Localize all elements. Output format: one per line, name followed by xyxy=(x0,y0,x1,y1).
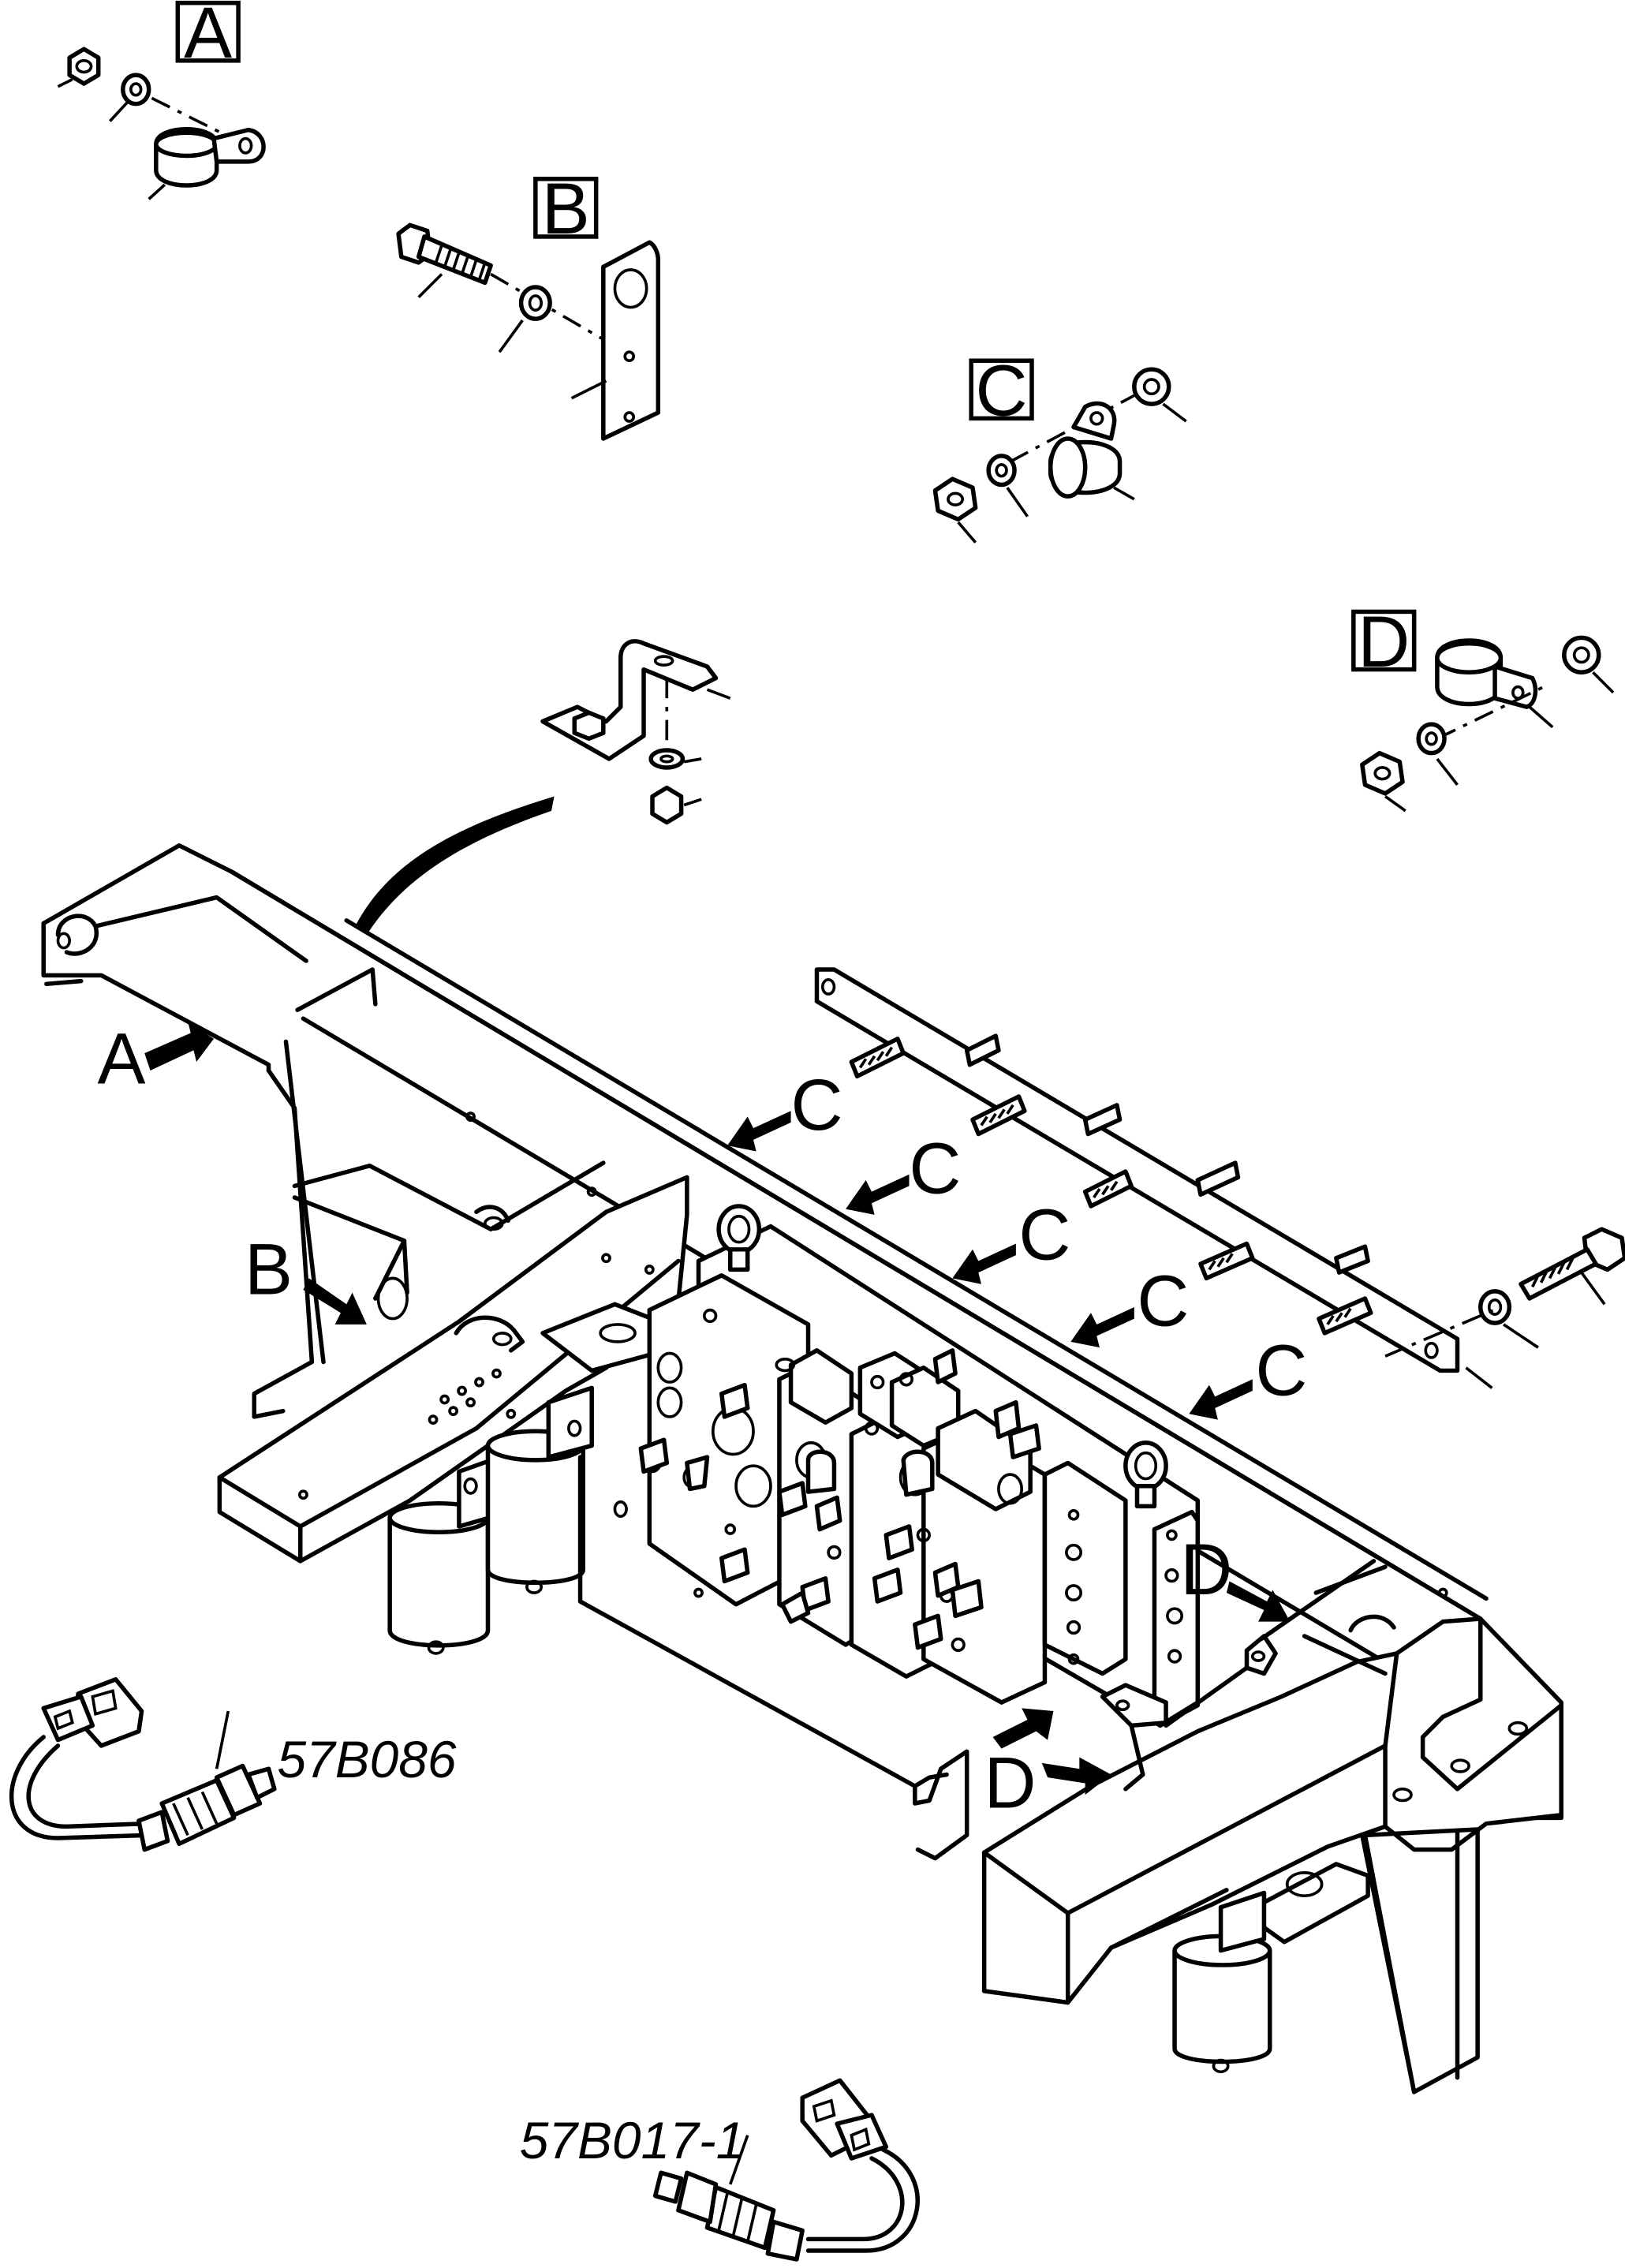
black-arrow-icon xyxy=(846,1174,910,1215)
black-arrow-icon xyxy=(1226,1581,1291,1622)
callout-c-label: C xyxy=(976,351,1028,432)
washer-icon xyxy=(108,73,151,122)
black-arrow-icon xyxy=(144,1021,215,1071)
washer-icon xyxy=(1562,635,1615,694)
bolt-icon xyxy=(396,222,493,299)
clamp-icon xyxy=(148,126,266,200)
detail-d: D xyxy=(1351,602,1615,813)
detail-b: B xyxy=(396,169,661,441)
black-arrow-icon xyxy=(1189,1379,1253,1420)
black-arrow-icon xyxy=(992,1708,1054,1749)
hydraulic-valve-bank xyxy=(638,1204,1201,1728)
detail-a: A xyxy=(57,0,266,200)
callout-d-label: D xyxy=(1358,602,1410,682)
nut-icon xyxy=(57,47,101,88)
pressure-sensor-icon: 57B086 xyxy=(9,1677,457,1852)
nut-icon xyxy=(932,476,978,544)
bolt-icon xyxy=(1519,1227,1625,1306)
z-bracket-detail xyxy=(355,639,731,936)
arrow-c-1: C xyxy=(727,1065,843,1152)
eye-bolt-icon xyxy=(1123,1440,1168,1509)
arrow-d-label: D xyxy=(1180,1530,1232,1610)
pressure-sensor-icon: 57B017-1 xyxy=(520,2078,920,2262)
arrow-c-label: C xyxy=(1255,1330,1307,1410)
clamp-icon xyxy=(1048,401,1135,501)
arrow-b-label: B xyxy=(245,1229,293,1310)
arrow-c-label: C xyxy=(790,1065,842,1145)
washer-icon xyxy=(1132,367,1187,423)
black-arrow-icon xyxy=(1070,1306,1134,1348)
arrow-d-2 xyxy=(992,1708,1054,1749)
bolt-holes xyxy=(298,1112,1448,1598)
filter-canister xyxy=(485,1385,594,1594)
callout-b-box xyxy=(533,177,599,239)
eye-bolt-icon xyxy=(716,1204,762,1272)
arrow-c-2: C xyxy=(846,1128,961,1215)
arrow-d-1: D xyxy=(1180,1530,1291,1622)
arrow-c-label: C xyxy=(1137,1261,1189,1342)
direction-arrows: A B C C C C C D xyxy=(97,1018,1307,1823)
arrow-a: A xyxy=(97,1018,215,1099)
arrow-c-4: C xyxy=(1070,1261,1189,1348)
assembly-swoosh xyxy=(355,796,555,936)
right-end-frame xyxy=(981,1559,1563,2094)
arrow-c-label: C xyxy=(1018,1195,1070,1276)
arrow-c-label: C xyxy=(909,1128,961,1209)
bracket-plate xyxy=(570,240,661,441)
callout-a-label: A xyxy=(184,0,232,73)
main-frame xyxy=(41,843,1563,1861)
hydraulic-fitting xyxy=(638,1348,1041,1650)
washer-icon xyxy=(986,454,1029,517)
washer-icon xyxy=(1416,722,1459,787)
black-arrow-icon xyxy=(952,1243,1016,1284)
nut-icon xyxy=(1360,750,1406,813)
black-arrow-icon xyxy=(303,1278,367,1325)
arrow-d-3: D xyxy=(984,1743,1111,1823)
arrow-b: B xyxy=(245,1229,367,1325)
arrow-c-3: C xyxy=(952,1195,1070,1284)
callout-c-box xyxy=(969,358,1034,421)
callout-d-box xyxy=(1351,609,1417,672)
sensor-part-number-lower: 57B017-1 xyxy=(520,2111,745,2169)
clamp-icon xyxy=(1435,638,1554,729)
washer-icon xyxy=(1478,1289,1539,1349)
sensor-part-number-upper: 57B086 xyxy=(277,1730,456,1788)
arrow-d-label: D xyxy=(984,1743,1037,1823)
stud-rail xyxy=(814,967,1625,1389)
black-arrow-icon xyxy=(1041,1757,1111,1795)
arrow-a-label: A xyxy=(97,1018,145,1099)
callout-a-box xyxy=(175,0,241,63)
arrow-c-5: C xyxy=(1189,1330,1307,1420)
callout-b-label: B xyxy=(542,169,590,249)
detail-c: C xyxy=(932,351,1187,544)
filter-canister xyxy=(1172,1890,1272,2074)
washer-icon xyxy=(498,285,552,353)
black-arrow-icon xyxy=(727,1111,791,1152)
